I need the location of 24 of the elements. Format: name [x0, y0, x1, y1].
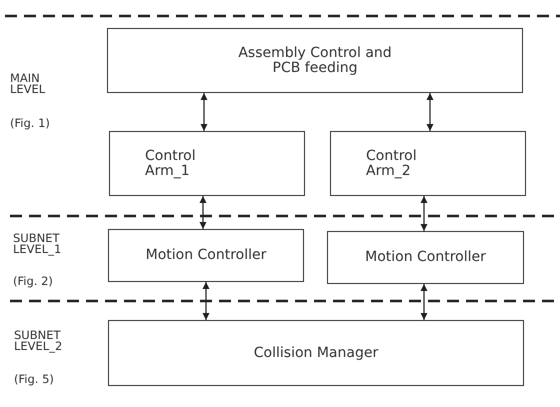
- level-label: (Fig. 2): [13, 276, 54, 287]
- process-box: [107, 28, 523, 93]
- level-label: MAIN LEVEL: [10, 73, 46, 95]
- double-arrow: [202, 282, 210, 320]
- double-arrow: [420, 196, 428, 231]
- double-arrow: [426, 93, 434, 131]
- level-label: (Fig. 5): [14, 374, 55, 385]
- process-box: [109, 131, 305, 196]
- process-box: [327, 231, 524, 284]
- process-box: [108, 320, 524, 386]
- level-label: SUBNET LEVEL_2: [14, 330, 64, 352]
- box-label: Motion Controller: [146, 248, 266, 263]
- double-arrow: [200, 196, 206, 229]
- box-label: Assembly Control and PCB feeding: [237, 46, 393, 76]
- box-label: Control Arm_2: [366, 148, 418, 178]
- box-label: Motion Controller: [365, 250, 486, 265]
- level-label: SUBNET LEVEL_1: [13, 233, 62, 255]
- process-box: [108, 229, 304, 282]
- box-label: Collision Manager: [254, 346, 378, 360]
- process-box: [330, 131, 526, 196]
- level-label: (Fig. 1): [10, 118, 51, 129]
- box-label: Control Arm_1: [145, 148, 197, 178]
- double-arrow: [200, 93, 208, 131]
- double-arrow: [420, 284, 428, 320]
